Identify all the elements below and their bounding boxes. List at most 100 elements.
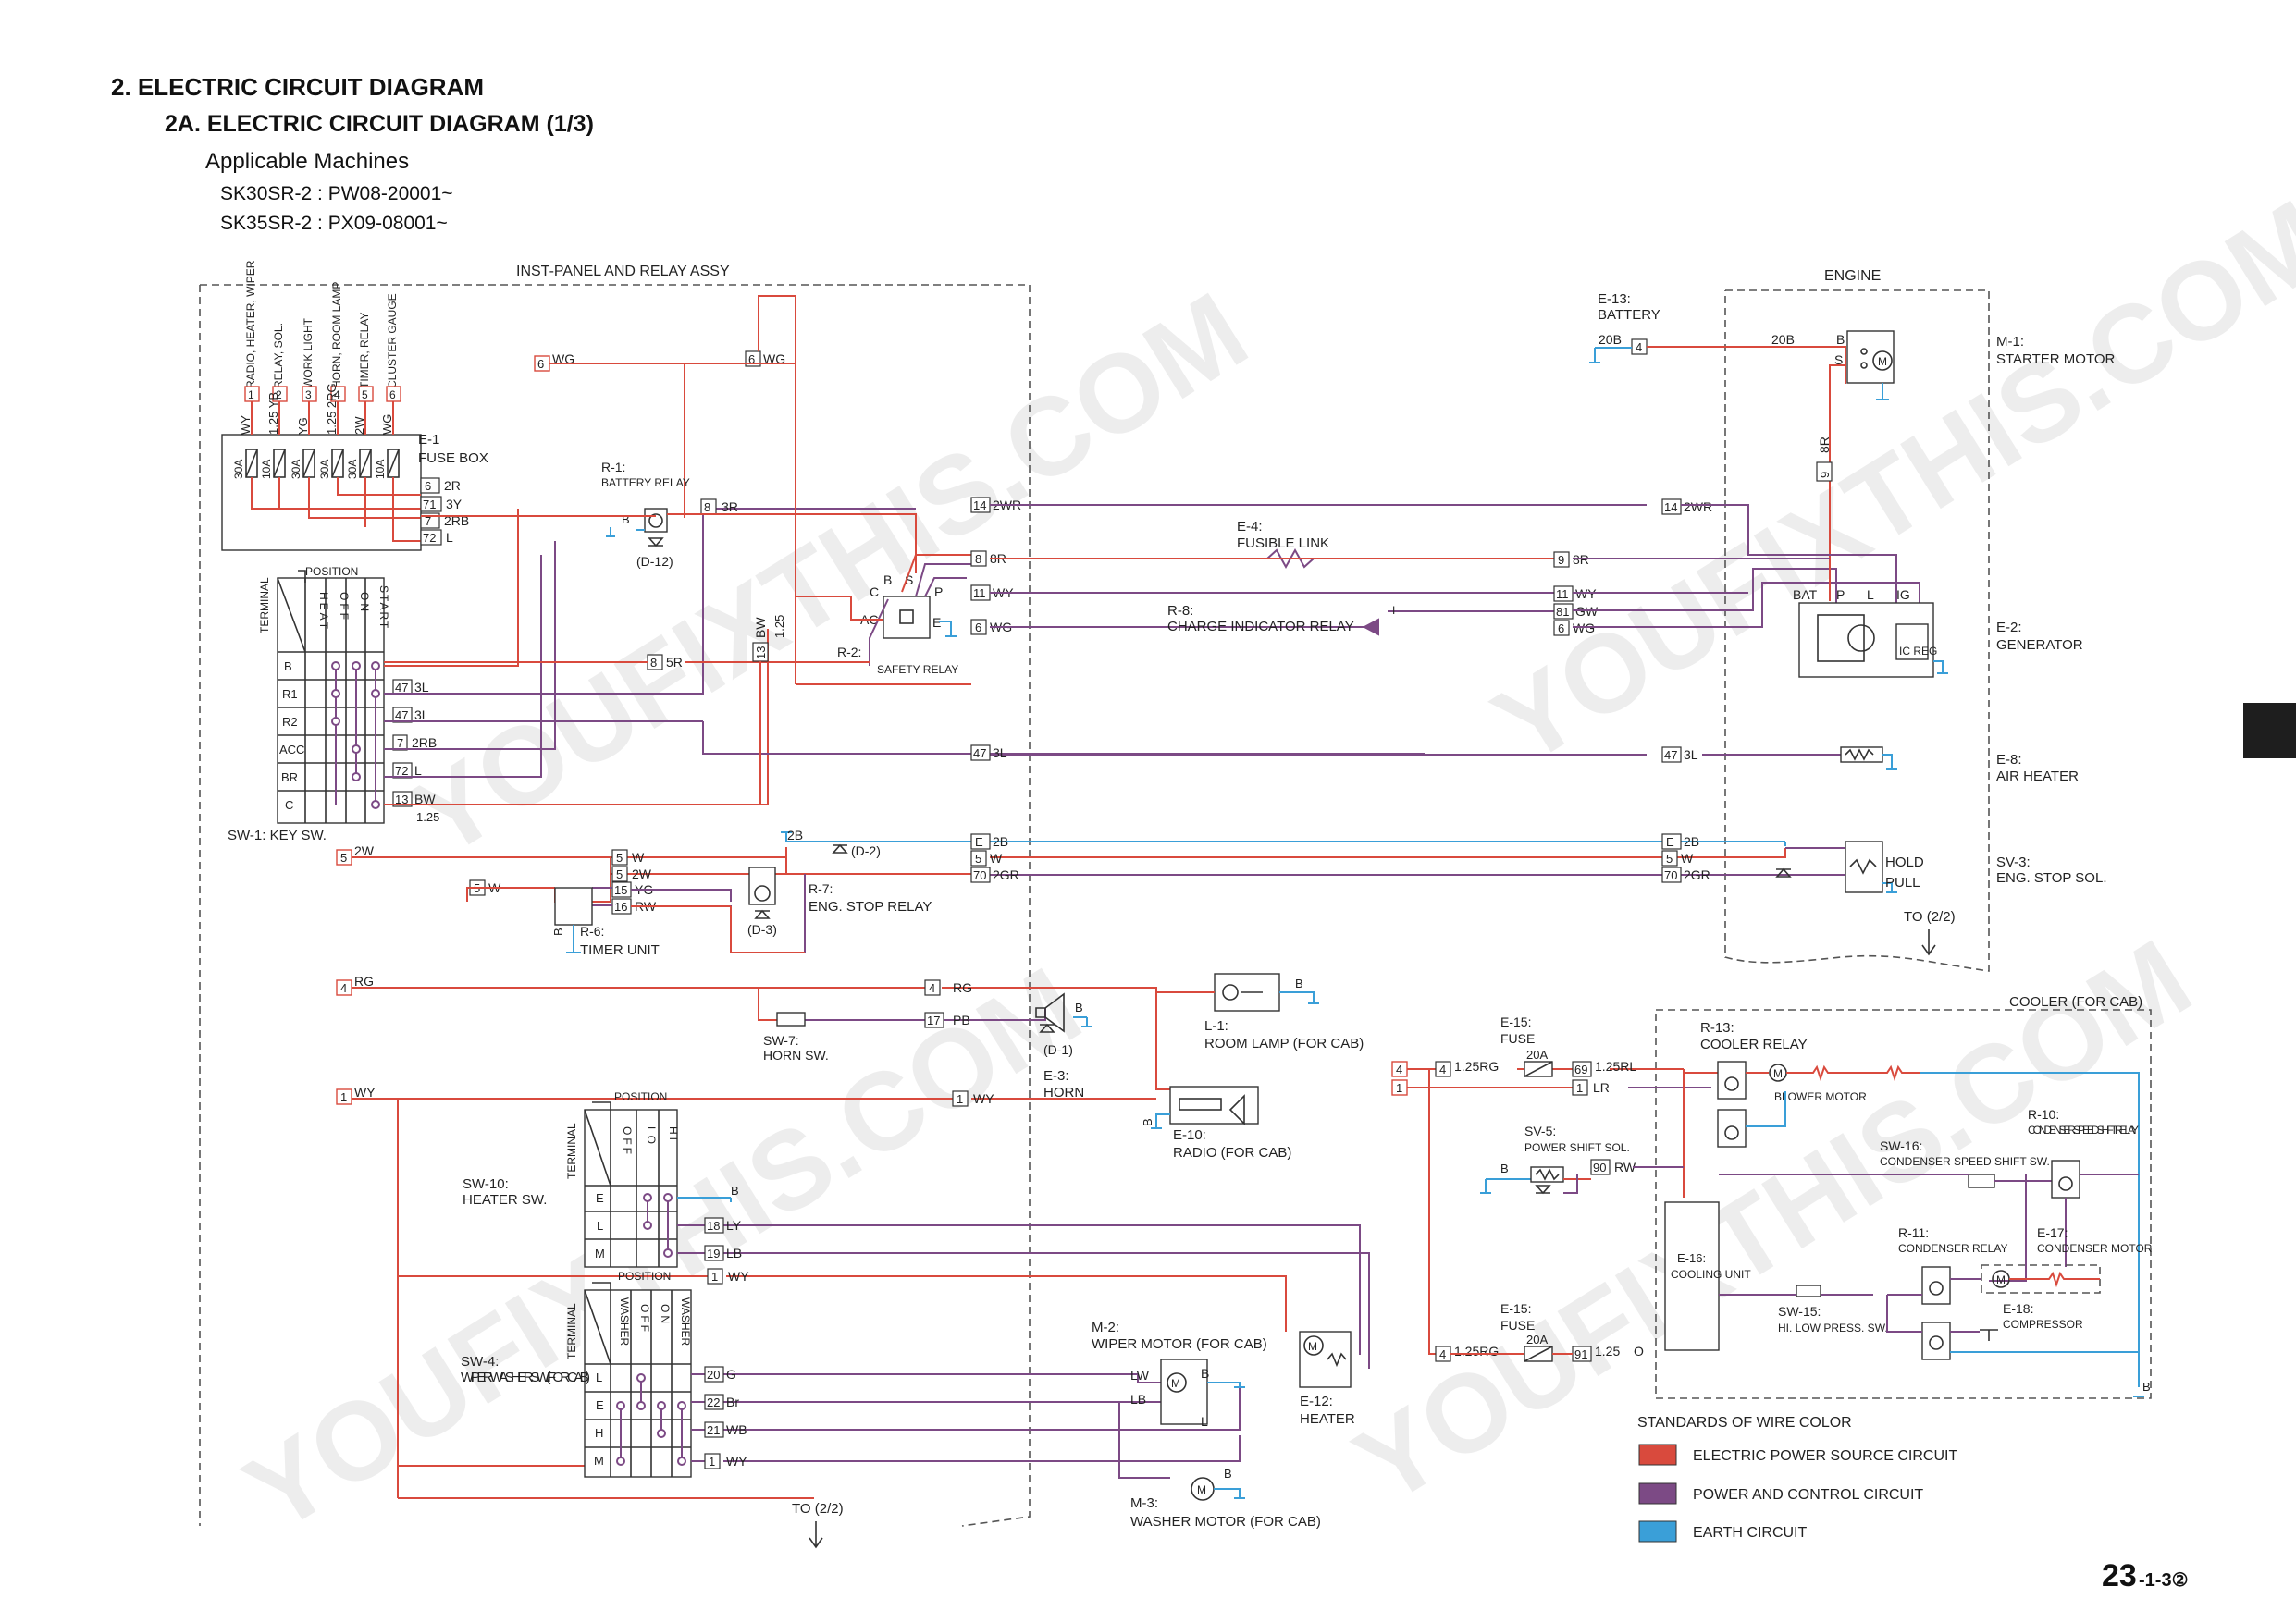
legend-swatch-control [1638,1482,1677,1505]
wg-left-color: WG [552,351,574,366]
wiper-wire-4-color: WY [726,1454,747,1469]
cooler-tag-1: 1 [1396,1081,1402,1095]
cooler-circuit: 4 1 4 1.25RG 20A E-15: FUSE 69 1.25RL 1 … [1391,1014,2153,1397]
fuse1-out-num: 69 [1574,1063,1587,1076]
safety-wire-4-num: 6 [975,621,981,634]
safety-pin-c: C [870,584,879,599]
watermark-1: YOUFIXTHIS.COM [391,269,1267,880]
wire-color-legend: STANDARDS OF WIRE COLOR ELECTRIC POWER S… [1637,1415,1957,1543]
legend-swatch-earth [1638,1520,1677,1543]
fuse-wire-6: WG [380,414,394,435]
machine-2: SK35SR-2 : PX09-08001~ [220,213,448,234]
washer-gnd: B [1224,1467,1232,1481]
horn-wire-1-num: 4 [929,981,935,995]
wiper-row-l: L [596,1371,602,1384]
starter-lead-num: 9 [1818,472,1832,478]
fuse1-num: 4 [1439,1063,1446,1076]
safety-pin-s: S [905,572,913,587]
wg-left-num: 6 [537,357,544,371]
wiper-col-washer-1: WASHER [618,1297,631,1346]
cooler-boundary [1655,1009,2152,1399]
fuse-fn-5: TIMER, RELAY [358,313,371,388]
key-row-c: C [285,798,293,812]
fuse1-name: FUSE [1500,1031,1535,1046]
fuse-rating-4: 30A [318,460,331,479]
washer-motor-id: M-3: [1130,1495,1158,1511]
wiper-wire-3-num: 21 [707,1423,720,1437]
stop-left-color: 2W [354,843,375,858]
e16-name: COOLING UNIT [1671,1268,1751,1281]
room-lamp-gnd: B [1295,977,1303,990]
blower-label: BLOWER MOTOR [1774,1090,1867,1103]
radio-gnd: B [1141,1118,1154,1126]
sv3-to-page: TO (2/2) [1904,909,1956,925]
eng-wire-5-num: 6 [1558,621,1564,635]
fuse-out-1-num: 6 [425,479,431,493]
eng-wire-1-color: 2WR [1684,499,1712,514]
battery-num: 4 [1636,340,1642,354]
fuse-fn-3: WORK LIGHT [302,317,315,388]
safety-pin-b: B [883,572,892,587]
wiper-motor-id: M-2: [1092,1320,1119,1335]
r11-body [1921,1266,1951,1305]
fuse-num-2: 2 [276,388,282,401]
fuse-box-id: E-1 [418,432,439,448]
heater-gnd: B [731,1184,739,1198]
fuse1-id: E-15: [1500,1014,1531,1029]
air-heater-id: E-8: [1996,752,2022,768]
heater-terminal: TERMINAL [565,1123,578,1179]
wiper-top-num: 1 [711,1270,718,1284]
battery-wire-left: 20B [1599,332,1622,347]
stop-relay-diode: (D-3) [747,922,777,937]
safety-left-color: 5R [666,655,683,670]
safety-left-num: 8 [650,656,657,670]
wiper-to-page: TO (2/2) [792,1501,844,1517]
horn-switch-body[interactable] [776,1012,806,1027]
battery-relay-wire-num: 8 [704,500,710,514]
horn-sw-name: HORN SW. [763,1048,829,1063]
horn-sw-id: SW-7: [763,1033,799,1048]
horn-gnd: B [1075,1001,1083,1014]
sw16-id: SW-16: [1880,1138,1922,1153]
sw16-name: CONDENSER SPEED SHIFT SW. [1880,1155,2050,1168]
radio-name: RADIO (FOR CAB) [1173,1145,1291,1161]
horn-wire-2-color: PB [953,1013,970,1027]
cooler-tag-4: 4 [1396,1063,1402,1076]
e18-name: COMPRESSOR [2003,1318,2083,1331]
section-title: 2. ELECTRIC CIRCUIT DIAGRAM [111,73,484,101]
section-edge-tab [2243,703,2296,758]
wiper-col-off: OFF [638,1304,651,1334]
wiper-row-e: E [596,1398,604,1412]
charge-relay-name: CHARGE INDICATOR RELAY [1167,619,1354,634]
key-col-on: ON [358,592,371,614]
charge-relay-id: R-8: [1167,603,1193,619]
fuse-fn-2: RELAY, SOL. [272,323,285,388]
heater-left-num: 1 [340,1090,347,1104]
battery-relay-gnd: B [622,512,630,526]
stop-w-3-num: 15 [614,883,627,897]
stop-w-1-num: 5 [616,851,623,865]
heater-sw-id: SW-10: [463,1176,509,1192]
stop-w-4-num: 16 [614,900,627,914]
safety-pin-p: P [934,584,943,599]
key-wire-2-color: 3L [414,707,429,722]
safety-wire-3-num: 11 [973,586,986,600]
engine-label: ENGINE [1824,268,1881,284]
stop-wire-3-color: 2GR [993,867,1019,882]
sv3-id: SV-3: [1996,855,2031,870]
starter-name: STARTER MOTOR [1996,351,2116,367]
key-wire-5-num: 13 [395,793,408,806]
key-wire-5-color: BW [414,792,436,806]
fuse-out-4-num: 72 [423,531,436,545]
horn-wire-2-num: 17 [927,1014,940,1027]
fuse2-out-color: 1.25 [1595,1344,1620,1359]
e18-relay-body [1921,1322,1951,1360]
key-row-b: B [284,659,292,673]
cooler-relay-id: R-13: [1700,1020,1734,1036]
fuse-rating-5: 30A [346,460,359,479]
sv3-wire-2-color: W [1681,851,1694,866]
starter-id: M-1: [1996,334,2024,350]
